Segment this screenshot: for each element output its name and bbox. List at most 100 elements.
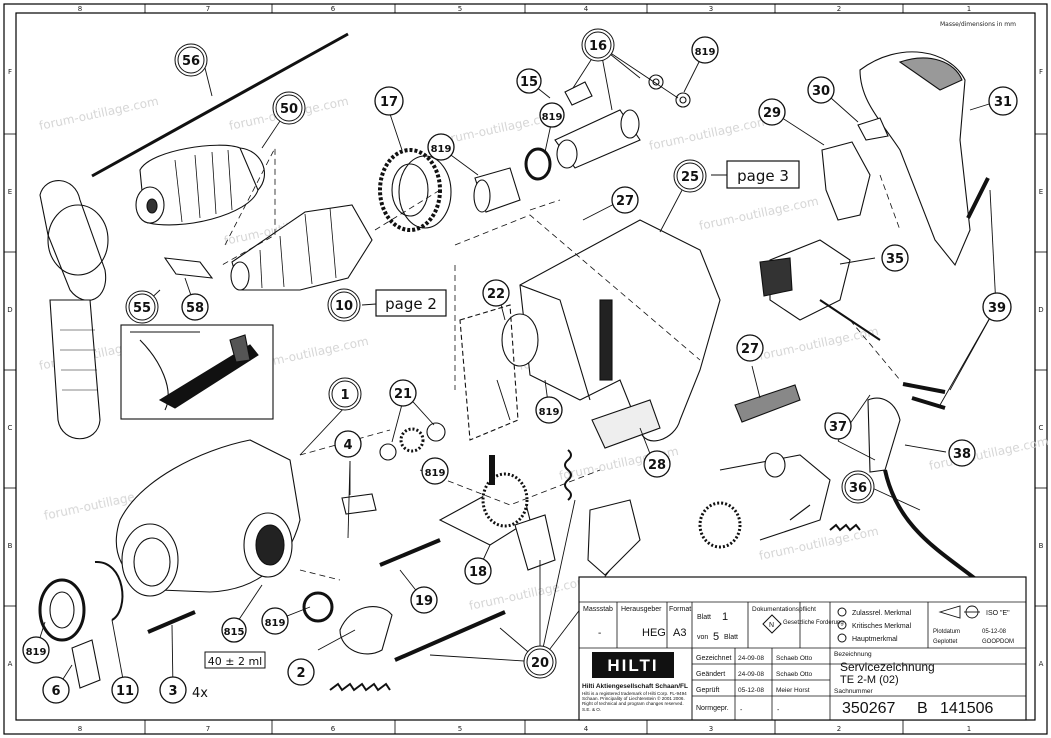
callout-label: 37 (829, 420, 847, 435)
svg-text:350267: 350267 (842, 700, 895, 717)
plate-part (71, 639, 101, 689)
callout-819: 819 (691, 36, 719, 64)
grid-col-label: 8 (78, 725, 82, 733)
svg-text:1: 1 (722, 611, 728, 623)
callout-6: 6 (42, 676, 70, 704)
page-ref-2[interactable]: page 2 (361, 289, 447, 317)
svg-text:Kritisches Merkmal: Kritisches Merkmal (852, 623, 912, 630)
svg-text:Bezeichnung: Bezeichnung (834, 651, 872, 658)
callout-21: 21 (389, 379, 417, 407)
brand-logo: HILTI (607, 656, 658, 675)
motor-housing-part (501, 219, 721, 442)
svg-text:TE 2-M (02): TE 2-M (02) (840, 674, 899, 686)
callout-label: 22 (487, 287, 505, 302)
callout-19: 19 (410, 586, 438, 614)
latch-part (341, 493, 377, 515)
callout-label: 819 (431, 144, 452, 155)
callout-27: 27 (611, 186, 639, 214)
callout-label: 6 (51, 684, 60, 699)
callout-815: 815 (221, 617, 247, 643)
switch-part (759, 239, 881, 341)
grid-col-label: 6 (331, 5, 336, 13)
grid-row-label: B (8, 542, 13, 550)
grid-row-label: A (1039, 660, 1044, 668)
callout-label: 55 (133, 301, 151, 316)
svg-text:5: 5 (713, 631, 719, 643)
callout-label: 58 (186, 301, 204, 316)
screw-39b (902, 382, 946, 394)
callout-label: 16 (589, 39, 607, 54)
grid-col-label: 5 (458, 5, 462, 13)
svg-text:Meier Horst: Meier Horst (776, 687, 810, 694)
grid-col-label: 4 (584, 725, 589, 733)
units-note: Masse/dimensions in mm (940, 21, 1016, 28)
callout-label: 15 (520, 75, 538, 90)
watermark-text: forum-outillage.com (648, 114, 770, 153)
grease-amount-text: 40 ± 2 ml (208, 655, 262, 668)
svg-text:-: - (740, 707, 743, 714)
svg-text:HEG: HEG (642, 627, 666, 639)
svg-text:Sachnummer: Sachnummer (834, 688, 873, 695)
callout-38: 38 (948, 439, 976, 467)
screw-39a (966, 177, 990, 219)
svg-text:Gezeichnet: Gezeichnet (696, 655, 731, 662)
grid-col-label: 1 (967, 725, 971, 733)
callout-30: 30 (807, 76, 835, 104)
callout-50: 50 (272, 91, 306, 125)
callout-label: 20 (531, 656, 549, 671)
selector-knob-part (339, 606, 393, 655)
callout-label: 18 (469, 565, 487, 580)
callout-20: 20 (523, 645, 557, 679)
callout-label: 815 (224, 627, 245, 638)
svg-text:05-12-08: 05-12-08 (982, 629, 1007, 635)
callout-819: 819 (421, 457, 449, 485)
svg-text:Hauptmerkmal: Hauptmerkmal (852, 636, 898, 643)
grid-col-label: 3 (709, 725, 713, 733)
watermark-text: forum-outillage.com (38, 94, 160, 133)
long-pin-part (394, 610, 506, 662)
svg-text:Schaeb Otto: Schaeb Otto (776, 671, 813, 678)
callout-27: 27 (736, 334, 764, 362)
callout-16: 16 (581, 28, 615, 62)
grid-row-label: C (1039, 424, 1044, 432)
callout-label: 17 (380, 95, 398, 110)
svg-text:Format: Format (669, 606, 691, 613)
sleeve-part (473, 74, 691, 213)
svg-text:Servicezeichnung: Servicezeichnung (840, 660, 935, 674)
callout-56: 56 (174, 43, 208, 77)
callout-label: 30 (812, 84, 830, 99)
callout-label: 29 (763, 106, 781, 121)
watermark-text: forum-outillage.com (758, 524, 880, 563)
explosion-lines (221, 147, 901, 581)
grid-row-label: D (7, 306, 12, 314)
callout-22: 22 (482, 279, 510, 307)
svg-text:Dokumentationspflicht: Dokumentationspflicht (752, 606, 816, 613)
callout-819: 819 (261, 607, 289, 635)
svg-text:A3: A3 (673, 627, 686, 639)
callout-2: 2 (287, 658, 315, 686)
grid-row-label: A (8, 660, 13, 668)
page-ref-2-label: page 2 (385, 295, 437, 313)
callout-label: 819 (539, 407, 560, 418)
parts-artwork (38, 32, 1002, 692)
page-ref-3[interactable]: page 3 (711, 160, 800, 189)
callout-39: 39 (982, 292, 1012, 322)
svg-text:Blatt: Blatt (697, 614, 711, 621)
handle-shell-part (859, 51, 971, 267)
callout-4: 4 (334, 430, 362, 458)
rod-part (91, 32, 349, 178)
svg-text:GOOPDOM: GOOPDOM (982, 639, 1014, 645)
grid-col-label: 8 (78, 5, 82, 13)
label-sheet-part (591, 399, 661, 449)
cap-part (857, 117, 889, 141)
callout-label: 819 (26, 647, 47, 658)
svg-text:Massstab: Massstab (583, 606, 613, 613)
legal-text: Hilti is a registered trademark of Hilti… (582, 691, 687, 712)
grid-col-label: 6 (331, 725, 336, 733)
gear-part (378, 148, 452, 232)
svg-text:24-09-08: 24-09-08 (738, 655, 764, 662)
svg-text:Normgepr.: Normgepr. (696, 705, 729, 712)
callout-819: 819 (535, 396, 563, 424)
callout-label: 35 (886, 252, 904, 267)
